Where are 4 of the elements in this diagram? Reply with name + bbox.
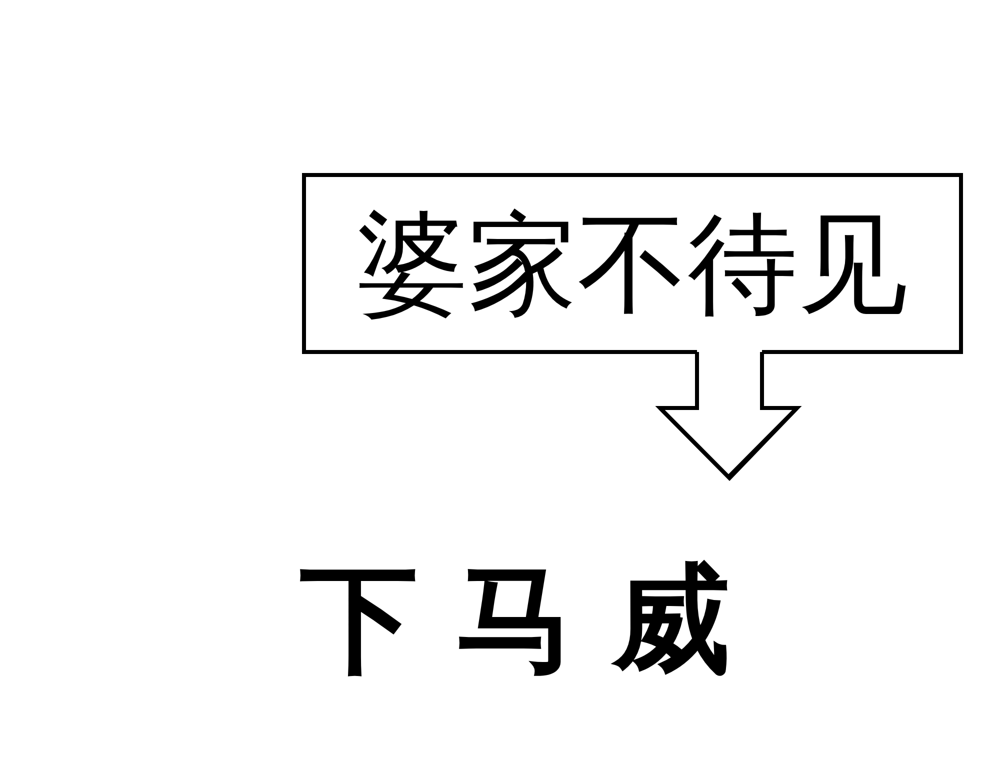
calligraphy-text: 下马威 (300, 560, 768, 678)
block-arrow (655, 350, 802, 481)
box-text: 婆家不待见 (358, 208, 908, 318)
callout-box (304, 175, 961, 352)
